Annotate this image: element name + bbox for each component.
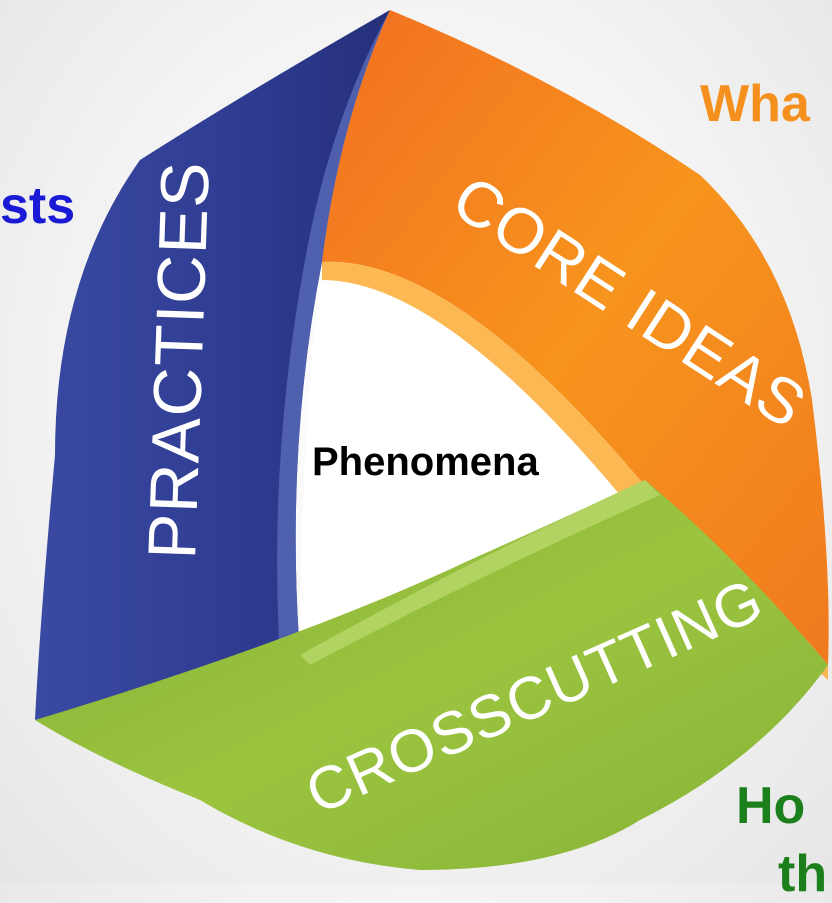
three-dimensions-diagram: PRACTICES CORE IDEAS CROSSCUTTING Phenom… <box>35 10 829 870</box>
edge-text-left: sts <box>0 177 76 235</box>
edge-text-bottom-right-2: th <box>778 845 828 903</box>
center-label: Phenomena <box>312 440 539 484</box>
crosscutting-segment <box>35 480 828 870</box>
edge-text-bottom-right-1: Ho <box>736 777 806 835</box>
practices-label: PRACTICES <box>134 160 224 561</box>
edge-text-top-right: Wha <box>700 75 810 133</box>
core-ideas-segment <box>322 10 829 680</box>
center-area <box>300 259 630 650</box>
practices-segment <box>35 10 390 720</box>
